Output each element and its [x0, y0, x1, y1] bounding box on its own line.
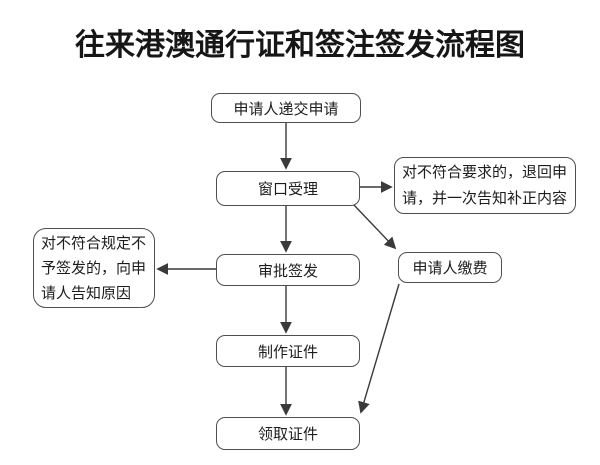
flow-node-inform-reason: 对不符合规定不 予签发的，向申 请人告知原因 — [33, 228, 155, 308]
flow-node-submit-application: 申请人递交申请 — [211, 93, 361, 123]
flow-node-approve-issue: 审批签发 — [216, 254, 360, 286]
flow-node-produce-document: 制作证件 — [216, 335, 360, 367]
page-title: 往来港澳通行证和签注签发流程图 — [75, 29, 525, 62]
arrow-pay-to-collect — [358, 283, 400, 414]
flow-node-window-acceptance: 窗口受理 — [216, 171, 360, 206]
flow-node-collect-document: 领取证件 — [216, 417, 360, 450]
arrow-window-to-pay — [352, 203, 397, 250]
flow-node-applicant-pays: 申请人缴费 — [398, 252, 502, 283]
flow-node-return-notice: 对不符合要求的，退回申 请，并一次告知补正内容 — [394, 157, 576, 214]
